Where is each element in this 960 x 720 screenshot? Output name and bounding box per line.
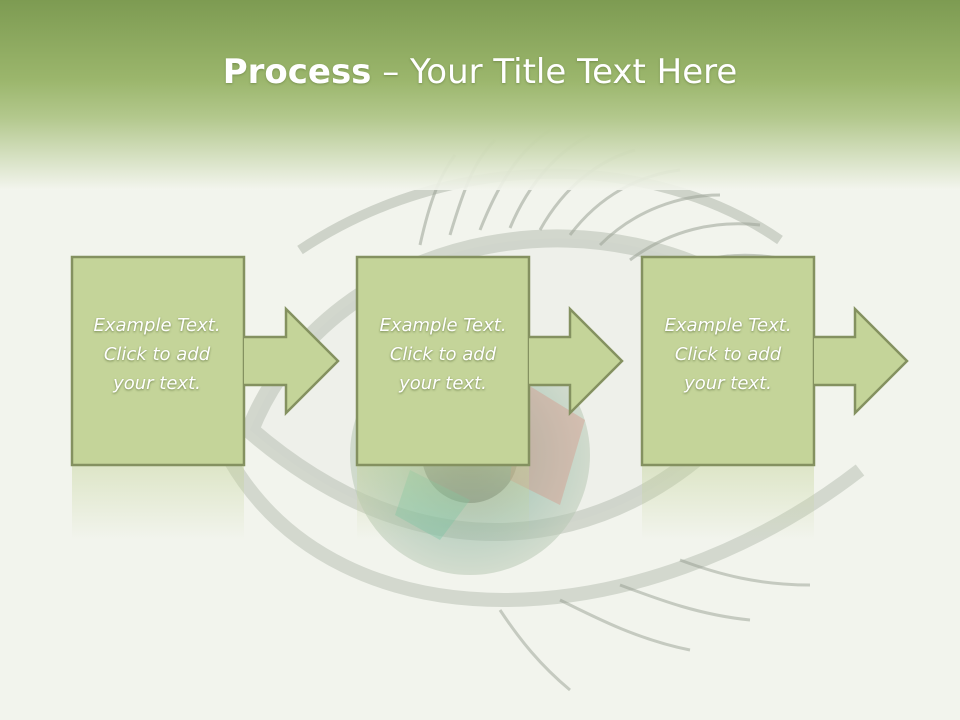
step-1-line-2: Click to add (103, 344, 211, 365)
step-3-reflection (642, 466, 814, 540)
step-2-line-1: Example Text. (379, 315, 507, 336)
step-3-text[interactable]: Example Text. Click to add your text. (643, 311, 813, 398)
step-1-shape[interactable] (70, 255, 340, 467)
slide-title[interactable]: Process – Your Title Text Here (0, 52, 960, 92)
step-2-line-3: your text. (399, 373, 487, 394)
title-bold-word: Process (222, 52, 372, 92)
title-rest: – Your Title Text Here (371, 52, 738, 92)
step-2-text[interactable]: Example Text. Click to add your text. (358, 311, 528, 398)
step-2-reflection (357, 466, 529, 540)
step-3-line-3: your text. (684, 373, 772, 394)
step-3-line-1: Example Text. (664, 315, 792, 336)
step-1-reflection (72, 466, 244, 540)
step-1-line-1: Example Text. (93, 315, 221, 336)
step-1-text[interactable]: Example Text. Click to add your text. (72, 311, 242, 398)
step-3-line-2: Click to add (674, 344, 782, 365)
step-3-shape[interactable] (640, 255, 909, 467)
step-2-shape[interactable] (355, 255, 624, 467)
step-1-line-3: your text. (113, 373, 201, 394)
title-band (0, 0, 960, 190)
step-2-line-2: Click to add (389, 344, 497, 365)
